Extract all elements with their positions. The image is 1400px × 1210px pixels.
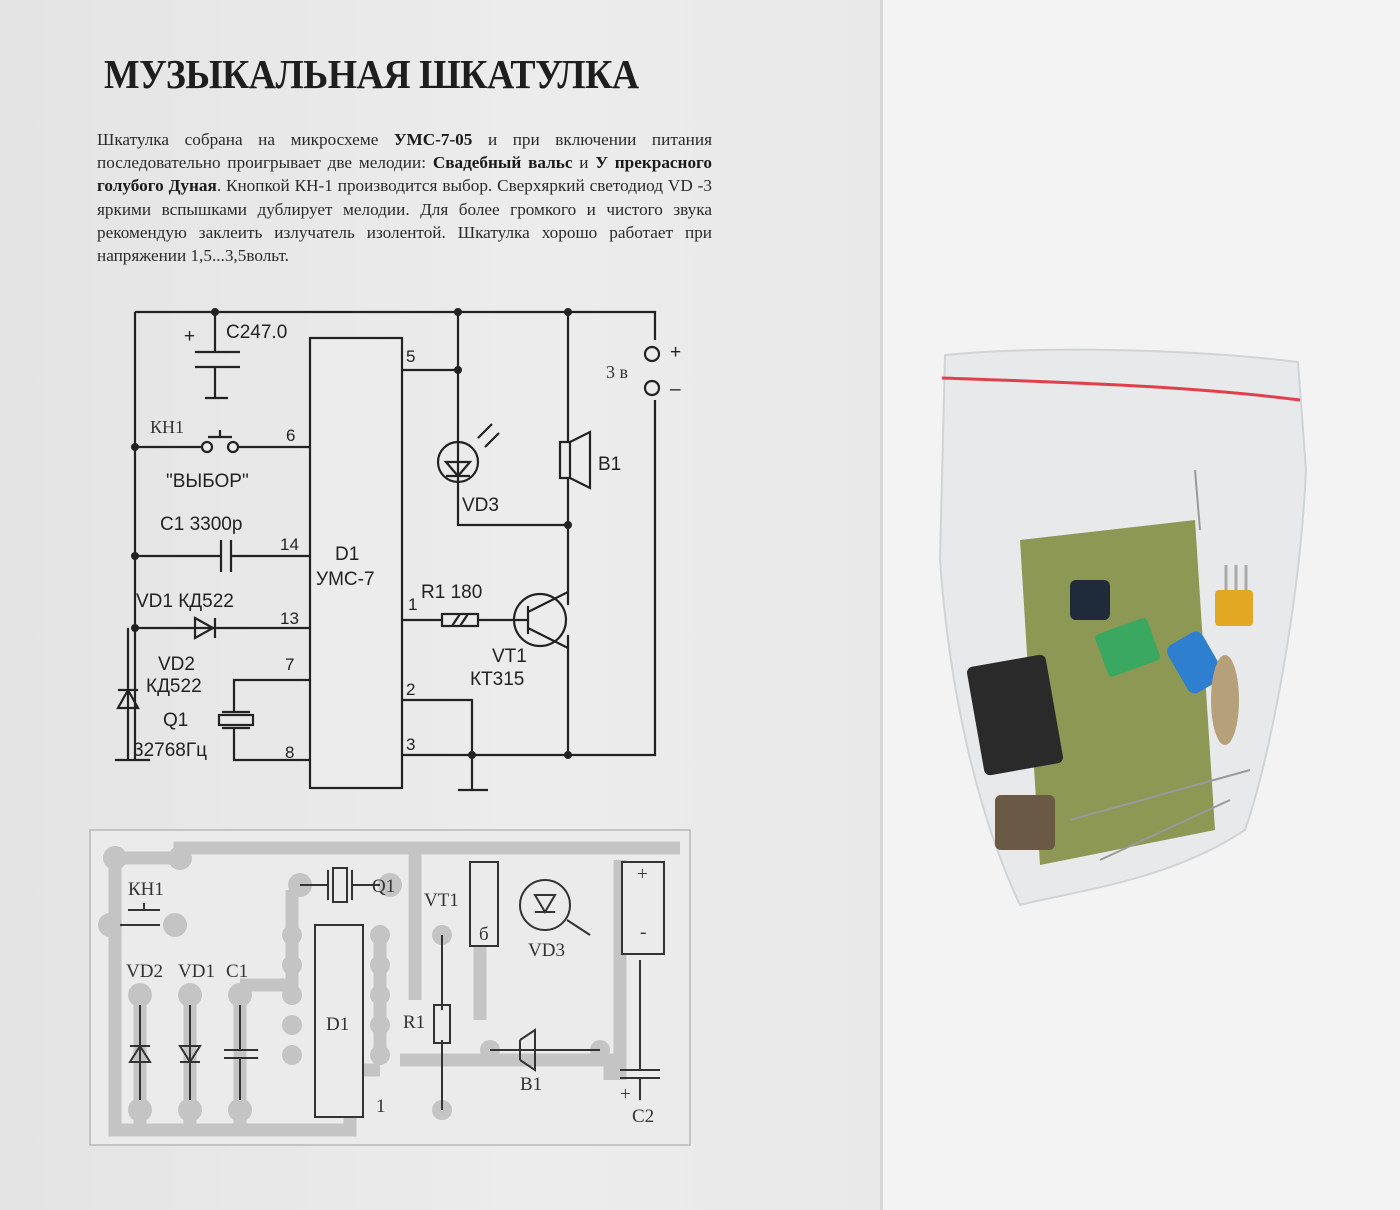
pin-14: 14 [280, 535, 299, 554]
pcb-d1-label: D1 [326, 1014, 349, 1035]
r1-label: R1 180 [421, 582, 482, 603]
vd3-label: VD3 [462, 495, 499, 516]
chip-name: УМС-7-05 [393, 130, 473, 149]
pin-2: 2 [406, 680, 415, 699]
text: . Кнопкой КН-1 производится выбор. Сверх… [97, 176, 712, 266]
pcb-kh1-label: КН1 [128, 879, 164, 900]
pin-5: 5 [406, 347, 415, 366]
pin-3: 3 [406, 735, 415, 754]
pin-13: 13 [280, 609, 299, 628]
pcb-c2-plus-label: + [620, 1084, 631, 1105]
pin-1: 1 [408, 595, 417, 614]
component-bag-photo [938, 348, 1308, 907]
pcb-vd1-label: VD1 [178, 961, 215, 982]
plus-label: + [670, 342, 681, 363]
select-label: "ВЫБОР" [166, 471, 249, 492]
vd2-type-label: КД522 [146, 676, 202, 697]
q1-label: Q1 [163, 710, 188, 731]
pcb-layout: КН1 Q1 VT1 б VD3 VD2 VD1 C1 D1 R1 B1 1 C… [89, 829, 691, 1146]
c2-plus-label: + [184, 326, 195, 347]
d1-type-label: УМС-7 [316, 569, 375, 590]
c1-label: C1 3300p [160, 514, 242, 535]
c2-label: C247.0 [226, 322, 287, 343]
melody-2: У прекрасного голубого Дуная [97, 153, 713, 196]
vt1-label: VT1 [492, 646, 527, 667]
pin-7: 7 [285, 655, 294, 674]
text: Шкатулка собрана на микросхеме [97, 130, 394, 149]
melody-1: Свадебный вальс [432, 153, 573, 173]
text: и при включении питания последовательно … [97, 130, 712, 173]
pcb-vd2-label: VD2 [126, 961, 163, 982]
pcb-vt1-base-label: б [479, 924, 489, 945]
pcb-b1-label: B1 [520, 1074, 542, 1095]
q1-freq-label: 32768Гц [133, 740, 207, 761]
description-paragraph: Шкатулка собрана на микросхеме УМС-7-05 … [97, 128, 712, 267]
pin-8: 8 [285, 743, 294, 762]
pcb-c1-label: C1 [226, 961, 248, 982]
pin-6: 6 [286, 426, 295, 445]
b1-label: B1 [598, 454, 621, 475]
pcb-q1-label: Q1 [372, 876, 395, 897]
pcb-r1-label: R1 [403, 1012, 425, 1033]
page-title: МУЗЫКАЛЬНАЯ ШКАТУЛКА [104, 51, 639, 97]
pcb-vt1-label: VT1 [424, 890, 459, 911]
supply-label: 3 в [606, 362, 628, 382]
d1-label: D1 [335, 544, 359, 565]
vt1-type-label: КТ315 [470, 669, 524, 690]
text: и [572, 153, 596, 173]
pcb-pin1-label: 1 [376, 1096, 386, 1117]
minus-label: – [670, 379, 681, 400]
pcb-plus-label: + [637, 864, 648, 885]
pcb-vd3-label: VD3 [528, 940, 565, 961]
vd1-label: VD1 КД522 [136, 591, 234, 612]
pcb-c2-label: C2 [632, 1106, 654, 1127]
pcb-minus-label: - [640, 922, 646, 943]
vd2-label: VD2 [158, 654, 195, 675]
kh1-label: КН1 [150, 417, 184, 437]
page-edge [880, 0, 883, 1210]
